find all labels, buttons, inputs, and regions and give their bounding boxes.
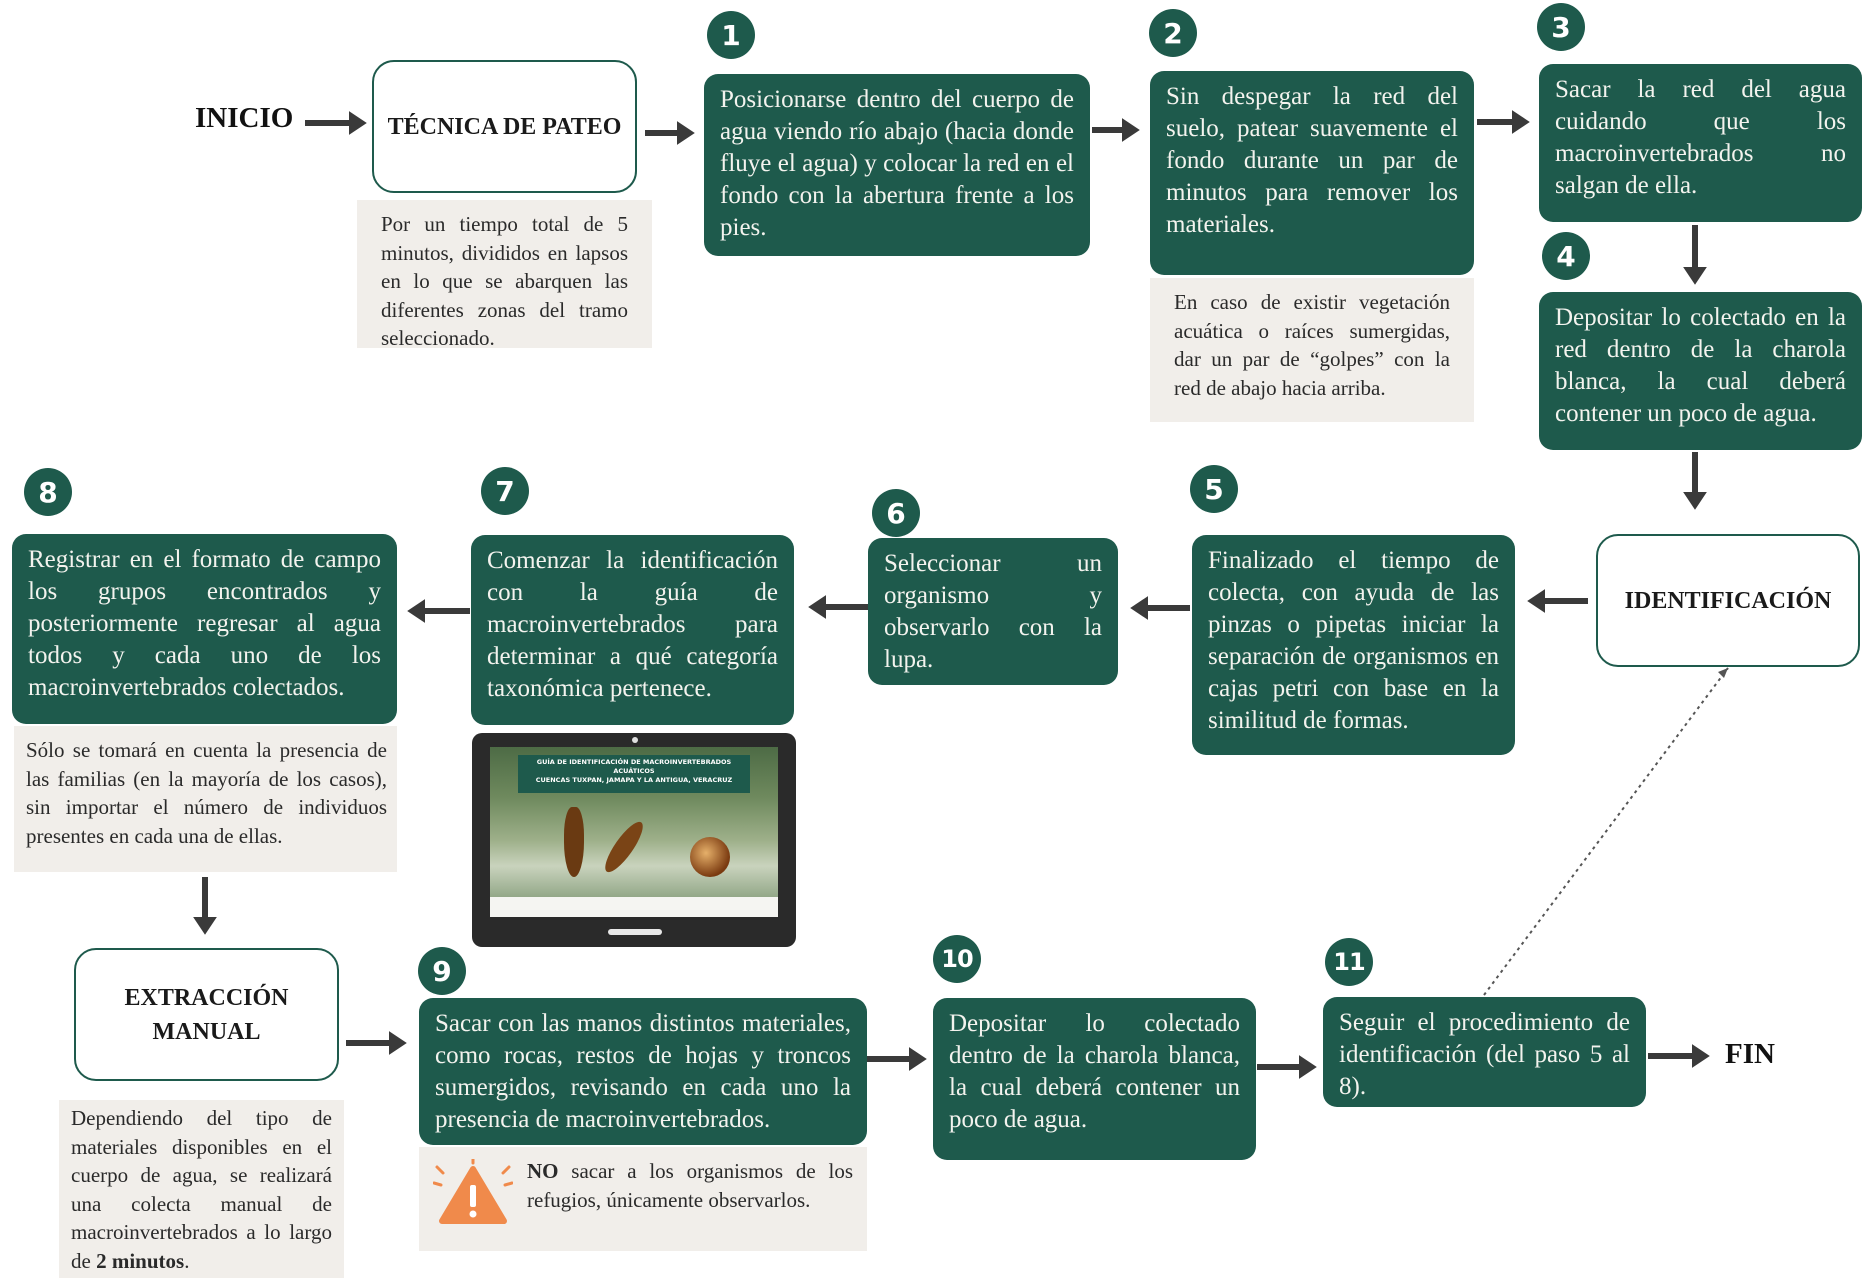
pateo-note: Por un tiempo total de 5 minutos, dividi… [357, 200, 652, 350]
guide-cover-title: GUÍA DE IDENTIFICACIÓN DE MACROINVERTEBR… [518, 755, 750, 793]
step-2-number: 2 [1149, 9, 1197, 57]
step-9-note: NO sacar a los organismos de los refugio… [419, 1147, 867, 1251]
step-2-box: Sin despegar la red del suelo, patear su… [1150, 71, 1474, 275]
step-8-box: Registrar en el formato de campo los gru… [12, 534, 397, 724]
step-8-note: Sólo se tomará en cuenta la presencia de… [14, 726, 397, 872]
start-label: INICIO [195, 102, 294, 134]
extraccion-section-title: EXTRACCIÓN MANUAL [124, 984, 289, 1045]
step-9-note-no: NO [527, 1159, 559, 1183]
extraccion-note-duration: 2 minutos [96, 1248, 185, 1273]
step-8-number: 8 [24, 468, 72, 516]
dotted-link-11-to-identificacion [1483, 667, 1729, 996]
step-1-number: 1 [707, 11, 755, 59]
identificacion-section-title: IDENTIFICACIÓN [1624, 587, 1832, 614]
extraccion-note: Dependiendo del tipo de materiales dispo… [59, 1100, 344, 1278]
step-3-box: Sacar la red del agua cuidando que los m… [1539, 64, 1862, 222]
step-10-number: 10 [933, 935, 981, 983]
step-7-box: Comenzar la identificación con la guía d… [471, 535, 794, 725]
pateo-section-box: TÉCNICA DE PATEO [372, 60, 637, 193]
step-7-number: 7 [481, 467, 529, 515]
guide-cover: GUÍA DE IDENTIFICACIÓN DE MACROINVERTEBR… [490, 747, 778, 917]
step-4-number: 4 [1542, 232, 1590, 280]
step-5-number: 5 [1190, 465, 1238, 513]
snail-illustration [690, 837, 730, 877]
step-1-box: Posicionarse dentro del cuerpo de agua v… [704, 74, 1090, 256]
pateo-section-title: TÉCNICA DE PATEO [387, 113, 622, 140]
step-5-box: Finalizado el tiempo de colecta, con ayu… [1192, 535, 1515, 755]
nymph-illustration [599, 817, 649, 877]
step-10-box: Depositar lo colectado dentro de la char… [933, 998, 1256, 1160]
step-9-number: 9 [418, 947, 466, 995]
larva-illustration [564, 807, 584, 877]
step-11-number: 11 [1325, 938, 1373, 986]
end-label: FIN [1725, 1038, 1775, 1070]
step-3-number: 3 [1537, 3, 1585, 51]
extraccion-section-box: EXTRACCIÓN MANUAL [74, 948, 339, 1081]
guide-cover-logos [490, 897, 778, 917]
step-9-box: Sacar con las manos distintos materiales… [419, 998, 867, 1145]
tablet-guide-image: GUÍA DE IDENTIFICACIÓN DE MACROINVERTEBR… [472, 733, 796, 947]
warning-icon [433, 1159, 513, 1224]
identificacion-section-box: IDENTIFICACIÓN [1596, 534, 1860, 667]
step-4-box: Depositar lo colectado en la red dentro … [1539, 292, 1862, 450]
tablet-home-button [608, 929, 662, 935]
step-2-note: En caso de existir vegetación acuática o… [1150, 278, 1474, 422]
step-6-box: Seleccionar un organismo y observarlo co… [868, 538, 1118, 685]
step-6-number: 6 [872, 489, 920, 537]
step-11-box: Seguir el procedimiento de identificació… [1323, 997, 1646, 1107]
